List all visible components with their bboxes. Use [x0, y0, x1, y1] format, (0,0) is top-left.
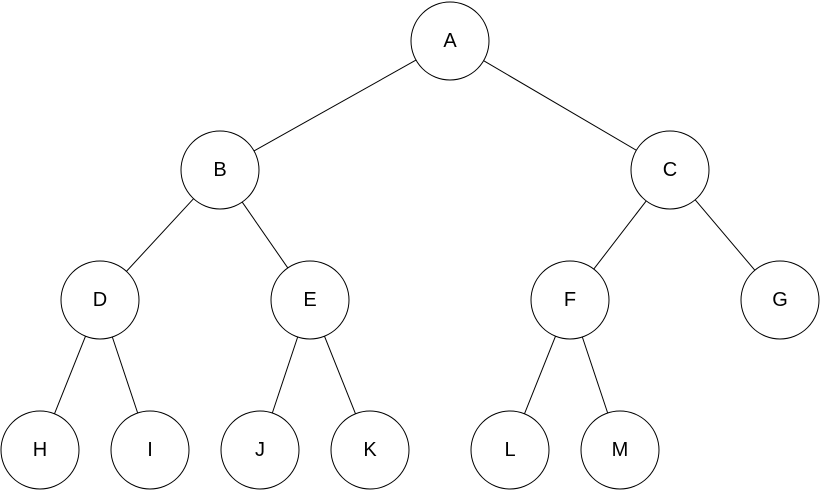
edge-f-l	[524, 336, 556, 414]
edge-a-c	[483, 60, 637, 151]
node-e: E	[270, 260, 350, 340]
node-label: D	[93, 289, 107, 311]
node-circle	[180, 130, 260, 210]
node-label: M	[612, 439, 629, 461]
edge-e-k	[324, 336, 356, 414]
node-circle	[330, 410, 410, 490]
node-i: I	[110, 410, 190, 490]
node-k: K	[330, 410, 410, 490]
node-b: B	[180, 130, 260, 210]
node-circle	[60, 260, 140, 340]
edges-layer	[54, 59, 756, 414]
node-h: H	[0, 410, 80, 490]
edge-e-j	[271, 336, 299, 414]
node-g: G	[740, 260, 820, 340]
node-label: H	[33, 439, 47, 461]
node-label: E	[303, 289, 316, 311]
edge-a-b	[253, 59, 417, 152]
node-m: M	[580, 410, 660, 490]
node-circle	[740, 260, 820, 340]
node-circle	[270, 260, 350, 340]
edge-b-e	[241, 201, 289, 269]
edge-d-i	[111, 336, 139, 414]
node-label: B	[213, 159, 226, 181]
edge-b-d	[126, 198, 194, 272]
node-label: J	[255, 439, 265, 461]
node-a: A	[410, 1, 490, 81]
edge-c-g	[694, 199, 756, 271]
node-circle	[220, 410, 300, 490]
edge-d-h	[54, 336, 86, 414]
node-d: D	[60, 260, 140, 340]
node-circle	[470, 410, 550, 490]
node-j: J	[220, 410, 300, 490]
node-circle	[580, 410, 660, 490]
node-label: C	[663, 159, 677, 181]
node-label: G	[772, 289, 788, 311]
node-label: A	[443, 30, 457, 52]
edge-f-m	[581, 336, 609, 414]
node-f: F	[530, 260, 610, 340]
node-circle	[410, 1, 490, 81]
node-l: L	[470, 410, 550, 490]
node-label: F	[564, 289, 576, 311]
node-label: L	[504, 439, 515, 461]
node-label: K	[363, 439, 377, 461]
node-circle	[110, 410, 190, 490]
edge-c-f	[593, 200, 647, 270]
node-circle	[630, 130, 710, 210]
node-c: C	[630, 130, 710, 210]
node-circle	[0, 410, 80, 490]
node-circle	[530, 260, 610, 340]
node-label: I	[147, 439, 153, 461]
